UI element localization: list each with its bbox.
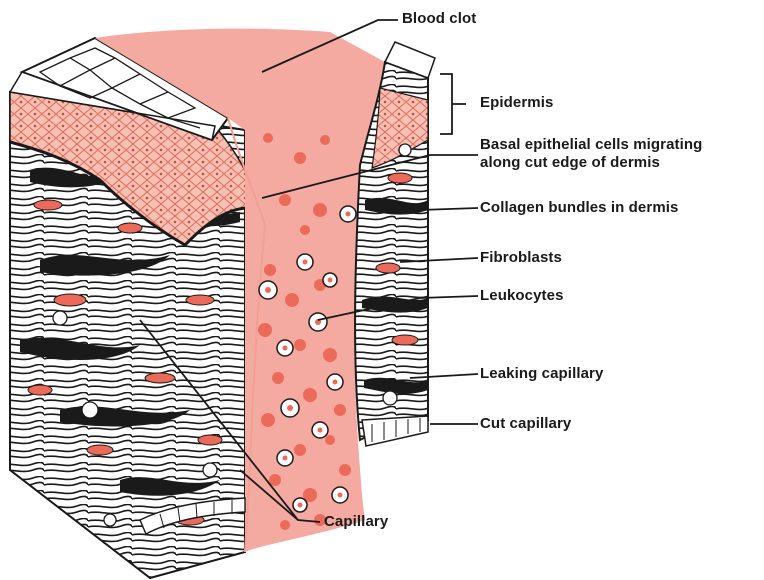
- label-leaking-capillary: Leaking capillary: [480, 365, 603, 383]
- label-basal-line-1: Basal epithelial cells migrating: [480, 136, 702, 154]
- label-cut-capillary: Cut capillary: [480, 415, 571, 433]
- label-basal-line-2: along cut edge of dermis: [480, 154, 660, 172]
- bracket-epidermis: [440, 74, 466, 134]
- label-capillary: Capillary: [324, 513, 388, 531]
- label-fibroblasts: Fibroblasts: [480, 249, 562, 267]
- label-blood-clot: Blood clot: [402, 10, 476, 28]
- label-leukocytes: Leukocytes: [480, 287, 564, 305]
- label-collagen: Collagen bundles in dermis: [480, 199, 678, 217]
- label-epidermis: Epidermis: [480, 94, 553, 112]
